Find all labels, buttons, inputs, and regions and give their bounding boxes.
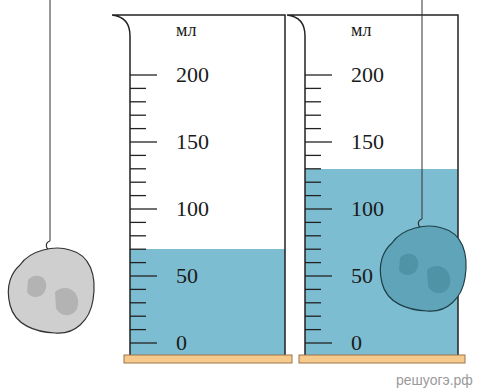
minor-tick [305,316,321,317]
cylinder-base [299,355,465,363]
scale-number: 150 [176,131,209,153]
minor-tick [305,101,321,102]
minor-tick [305,195,321,196]
unit-label: мл [176,21,196,39]
measuring-cylinder [112,15,285,355]
major-tick [130,74,157,75]
minor-tick [305,329,321,330]
scale-number: 100 [351,198,384,220]
minor-tick [130,182,146,183]
major-tick [130,208,157,209]
scale-number: 50 [176,265,198,287]
minor-tick [130,222,146,223]
major-tick [305,275,332,276]
minor-tick [130,249,146,250]
scale-number: 0 [351,332,362,354]
cylinder-base [124,355,292,363]
scale-ticks [130,75,332,343]
minor-tick [130,195,146,196]
minor-tick [130,329,146,330]
scale-number: 0 [176,332,187,354]
minor-tick [305,222,321,223]
watermark: решуогэ.рф [396,373,473,387]
minor-tick [305,182,321,183]
thread [422,0,423,219]
minor-tick [305,115,321,116]
minor-tick [305,262,321,263]
minor-tick [130,262,146,263]
unit-label: мл [351,21,371,39]
minor-tick [305,249,321,250]
minor-tick [130,101,146,102]
stone [8,248,94,333]
minor-tick [130,155,146,156]
minor-tick [130,128,146,129]
scale-number: 50 [351,265,373,287]
major-tick [130,141,157,142]
scale-number: 200 [176,64,209,86]
minor-tick [130,302,146,303]
major-tick [305,208,332,209]
minor-tick [130,168,146,169]
stone [380,226,466,311]
minor-tick [130,289,146,290]
minor-tick [130,235,146,236]
minor-tick [305,302,321,303]
minor-tick [305,88,321,89]
minor-tick [130,316,146,317]
major-tick [305,141,332,142]
minor-tick [130,115,146,116]
minor-tick [305,235,321,236]
major-tick [305,74,332,75]
scale-number: 100 [176,198,209,220]
scale-number: 200 [351,64,384,86]
minor-tick [305,155,321,156]
major-tick [130,275,157,276]
minor-tick [305,168,321,169]
minor-tick [130,88,146,89]
major-tick [305,342,332,343]
major-tick [130,342,157,343]
water [130,249,285,355]
minor-tick [305,128,321,129]
thread [50,0,51,241]
minor-tick [305,289,321,290]
scale-number: 150 [351,131,384,153]
